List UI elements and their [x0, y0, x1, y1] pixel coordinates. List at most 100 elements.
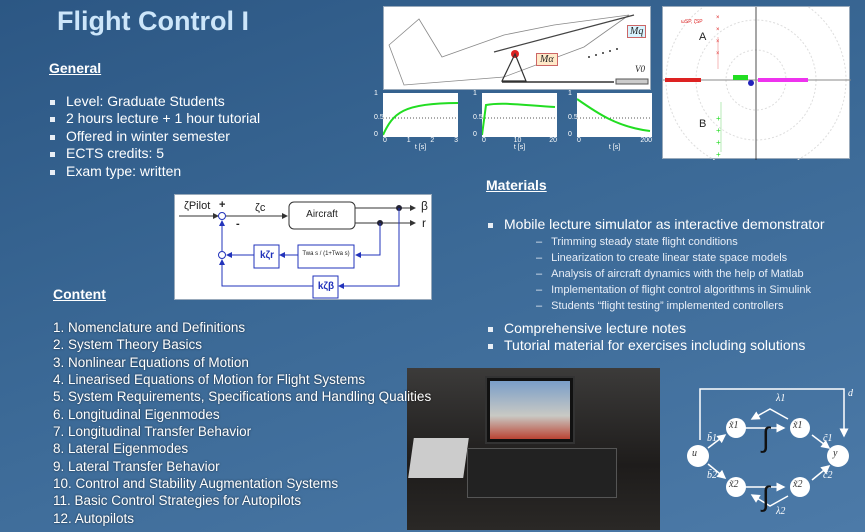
- general-item: ECTS credits: 5: [48, 145, 260, 162]
- integral-lower: ∫: [762, 481, 770, 512]
- beta-output: β: [421, 199, 428, 213]
- gain-r-block: kζr: [259, 250, 275, 261]
- x-axis-label: t [s]: [608, 144, 621, 151]
- materials-list: Mobile lecture simulator as interactive …: [486, 216, 825, 233]
- node-x1-tilde-in: x̃1: [729, 420, 739, 431]
- x-axis-label: t [s]: [414, 144, 427, 151]
- general-item: Offered in winter semester: [48, 128, 260, 145]
- materials-subitem: Linearization to create linear state spa…: [536, 250, 811, 266]
- minus-sign: -: [236, 218, 240, 230]
- simulator-photo: [407, 368, 660, 530]
- y-tick-label: 0.5: [568, 114, 578, 121]
- response-curve: [482, 102, 556, 136]
- m-alpha-label: Mα: [536, 53, 558, 66]
- edge-lambda1: λ1: [776, 393, 786, 404]
- edge-c1: c̃1: [823, 433, 833, 444]
- node-x2-tilde-out: x̃2: [793, 479, 803, 490]
- y-tick-label: 1: [374, 90, 378, 97]
- general-item: Level: Graduate Students: [48, 93, 260, 110]
- svg-text:+: +: [716, 126, 721, 135]
- svg-text:×: ×: [716, 15, 720, 21]
- content-item: 4. Linearised Equations of Motion for Fl…: [53, 372, 366, 388]
- x-tick-label: 0: [482, 137, 486, 144]
- root-locus-plot: ×××× ++++ A B ωSP, ζSP: [662, 6, 851, 160]
- x-tick-label: 1: [406, 137, 411, 144]
- materials-item: Comprehensive lecture notes: [486, 320, 805, 337]
- content-item: 5. System Requirements, Specifications a…: [53, 389, 432, 405]
- control-panel: [467, 448, 617, 498]
- content-heading: Content: [53, 286, 106, 302]
- r-output: r: [422, 216, 426, 230]
- edge-c2: c̃2: [823, 470, 833, 481]
- x-tick-label: 0: [577, 137, 581, 144]
- plus-sign: +: [219, 199, 226, 211]
- general-list: Level: Graduate Students 2 hours lecture…: [48, 93, 260, 180]
- materials-sublist: Trimming steady state flight conditions …: [536, 234, 811, 314]
- y-tick-label: 0: [568, 131, 572, 138]
- svg-text:×: ×: [716, 27, 720, 33]
- materials-list-2: Comprehensive lecture notes Tutorial mat…: [486, 320, 805, 355]
- node-x2-tilde-in: x̃2: [729, 479, 739, 490]
- x-tick-label: 3: [454, 137, 458, 144]
- pilot-input-label: ζPilot: [184, 200, 211, 212]
- x-tick-label: 200: [640, 137, 652, 144]
- content-item: 1. Nomenclature and Definitions: [53, 320, 246, 335]
- x-axis-label: t [s]: [513, 144, 526, 151]
- content-item: 10. Control and Stability Augmentation S…: [53, 476, 339, 492]
- node-x1-tilde-out: x̃1: [793, 420, 803, 431]
- y-tick-label: 0.5: [374, 114, 384, 121]
- edge-lambda2: λ2: [776, 506, 786, 517]
- region-b-label: B: [699, 118, 707, 130]
- content-item: 9. Lateral Transfer Behavior: [53, 458, 220, 474]
- general-item: 2 hours lecture + 1 hour tutorial: [48, 110, 260, 127]
- materials-item: Tutorial material for exercises includin…: [486, 337, 805, 354]
- svg-text:+: +: [716, 114, 721, 123]
- control-block-diagram: ζPilot + - ζc Aircraft β r Twa s / (1+Tw…: [174, 194, 432, 300]
- svg-text:+: +: [716, 138, 721, 147]
- edge-b2: b̃2: [707, 470, 717, 481]
- m-q-label: Mq: [627, 25, 647, 38]
- x-tick-row: 0 10 20: [482, 137, 557, 144]
- y-tick-label: 0: [473, 131, 477, 138]
- content-item: 6. Longitudinal Eigenmodes: [53, 406, 220, 422]
- node-y: y: [833, 448, 838, 459]
- response-curve: [577, 98, 651, 132]
- y-tick-label: 1: [473, 90, 477, 97]
- washout-block: Twa s / (1+Twa s): [302, 251, 350, 257]
- general-item: Exam type: written: [48, 163, 260, 180]
- region-a-label: A: [699, 31, 707, 43]
- aircraft-figure: Mα Mq V0: [383, 6, 651, 90]
- monitor: [485, 376, 575, 444]
- y-tick-label: 1: [568, 90, 572, 97]
- integral-upper: ∫: [762, 422, 770, 453]
- state-flow-graph: u x̃1 x̃1 x̃2 x̃2 y b̃1 b̃2 c̃1 c̃2 λ1 λ…: [680, 378, 865, 532]
- svg-text:+: +: [716, 150, 721, 159]
- materials-heading: Materials: [486, 177, 547, 193]
- x-tick-label: 20: [549, 137, 557, 144]
- response-curve: [383, 102, 458, 136]
- materials-subitem: Analysis of aircraft dynamics with the h…: [536, 266, 811, 282]
- materials-subitem: Trimming steady state flight conditions: [536, 234, 811, 250]
- content-item: 2. System Theory Basics: [53, 337, 203, 353]
- edge-d: d: [848, 388, 853, 399]
- x-tick-label: 10: [513, 137, 522, 144]
- content-item: 7. Longitudinal Transfer Behavior: [53, 424, 252, 440]
- content-item: 8. Lateral Eigenmodes: [53, 441, 189, 457]
- v0-label: V0: [635, 64, 645, 74]
- content-list: 1. Nomenclature and Definitions 2. Syste…: [53, 319, 431, 527]
- node-u: u: [692, 448, 697, 459]
- materials-item: Mobile lecture simulator as interactive …: [486, 216, 825, 233]
- step-response-plot: 0 10 20 t [s] 0 0.5 1: [473, 90, 557, 155]
- y-tick-label: 0.5: [473, 114, 483, 121]
- gain-beta-block: kζβ: [317, 281, 335, 292]
- slide-title: Flight Control I: [57, 6, 249, 36]
- x-tick-row: 0 200: [577, 137, 652, 144]
- y-tick-label: 0: [374, 131, 378, 138]
- step-response-plot: 0 200 t [s] 0 0.5 1: [568, 90, 652, 155]
- content-item: 11. Basic Control Strategies for Autopil…: [53, 493, 302, 509]
- aircraft-block: Aircraft: [306, 209, 338, 220]
- short-period-label: ωSP, ζSP: [681, 19, 703, 25]
- edge-b1: b̃1: [707, 433, 717, 444]
